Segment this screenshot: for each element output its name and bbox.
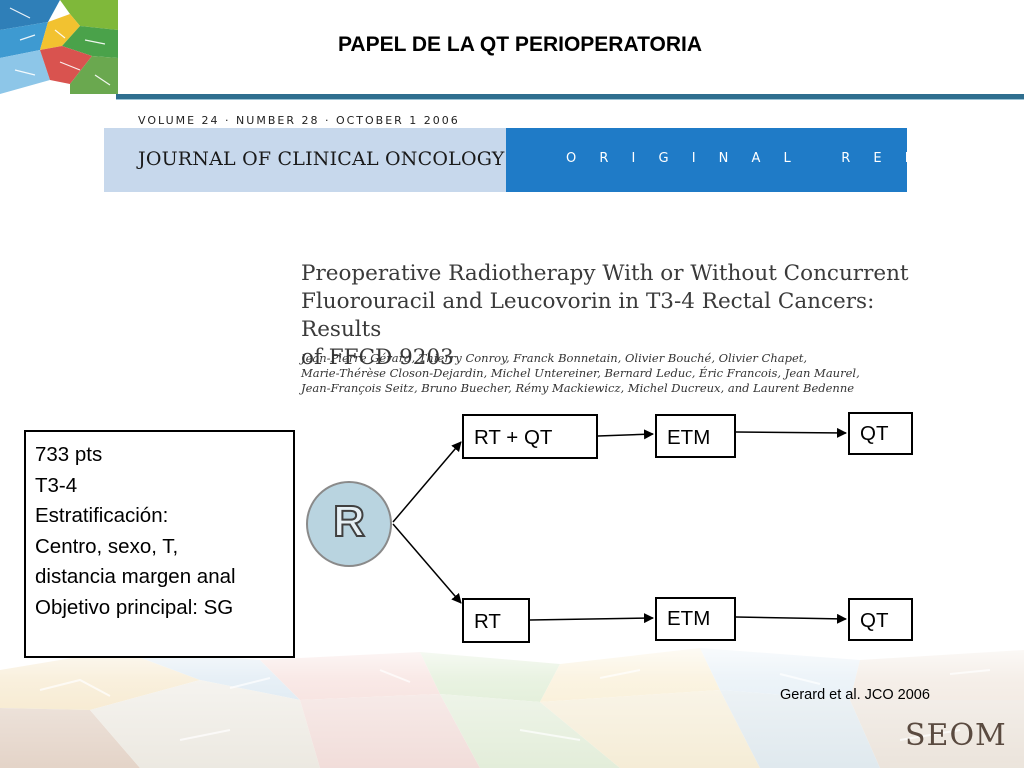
- arm2-rt-box: RT: [462, 598, 530, 643]
- article-title-line: Preoperative Radiotherapy With or Withou…: [301, 261, 909, 286]
- arm1-qt-box: QT: [848, 412, 913, 455]
- study-primary-endpoint: Objetivo principal: SG: [35, 595, 234, 619]
- citation: Gerard et al. JCO 2006: [780, 687, 930, 703]
- arrow-r-to-arm2: [392, 523, 462, 604]
- mosaic-logo: [0, 0, 118, 94]
- article-authors: Jean-Pierre Gérard, Thierry Conroy, Fran…: [301, 351, 861, 396]
- report-type: O R I G I N A L R E P O R T: [566, 151, 1019, 166]
- arm2-etm-box: ETM: [655, 597, 736, 641]
- study-stratification-label: Estratificación:: [35, 504, 169, 527]
- randomization-circle: R: [306, 481, 392, 567]
- arm1-etm-box: ETM: [655, 414, 736, 458]
- arrow-r-to-arm1: [392, 441, 462, 523]
- authors-line: Jean-François Seitz, Bruno Buecher, Rémy…: [301, 381, 855, 395]
- arrow-arm1-step2-to-step3: [735, 427, 847, 438]
- study-patients: 733 pts: [35, 443, 103, 466]
- randomization-label: R: [332, 496, 366, 547]
- arrow-arm2-step1-to-step2: [529, 613, 654, 624]
- slide-title: PAPEL DE LA QT PERIOPERATORIA: [337, 33, 703, 56]
- arm1-step3-label: QT: [860, 422, 889, 445]
- journal-volume-line: VOLUME 24 · NUMBER 28 · OCTOBER 1 2006: [138, 114, 460, 127]
- journal-name: JOURNAL OF CLINICAL ONCOLOGY: [138, 148, 505, 170]
- arm1-step2-label: ETM: [667, 426, 711, 449]
- arm1-rt-qt-box: RT + QT: [462, 414, 598, 459]
- arm2-step2-label: ETM: [667, 607, 711, 630]
- study-stratification-factors: Centro, sexo, T,: [35, 534, 179, 558]
- article-title: Preoperative Radiotherapy With or Withou…: [301, 260, 941, 372]
- article-title-line: of FFCD 9203: [301, 345, 454, 370]
- header-rule-thin: [116, 99, 1024, 100]
- arrow-arm2-step2-to-step3: [735, 613, 847, 624]
- authors-line: Jean-Pierre Gérard, Thierry Conroy, Fran…: [301, 351, 808, 365]
- arrow-arm1-step1-to-step2: [597, 429, 654, 440]
- study-stage: T3-4: [35, 473, 78, 497]
- article-title-line: Fluorouracil and Leucovorin in T3-4 Rect…: [301, 289, 875, 342]
- study-info-box: 733 pts T3-4 Estratificación: Centro, se…: [24, 430, 295, 658]
- journal-banner: JOURNAL OF CLINICAL ONCOLOGY O R I G I N…: [104, 128, 1009, 192]
- journal-name-panel: JOURNAL OF CLINICAL ONCOLOGY: [104, 128, 506, 192]
- study-stratification-distance: distancia margen anal: [35, 565, 236, 588]
- header-rule: [116, 94, 1024, 99]
- arm2-step3-label: QT: [860, 609, 889, 632]
- arm2-qt-box: QT: [848, 598, 913, 641]
- authors-line: Marie-Thérèse Closon-Dejardin, Michel Un…: [301, 366, 860, 380]
- report-type-panel: O R I G I N A L R E P O R T: [506, 128, 1009, 192]
- seom-logo: SEOM: [905, 718, 1007, 753]
- arm2-step1-label: RT: [474, 610, 501, 633]
- arm1-step1-label: RT + QT: [474, 426, 553, 449]
